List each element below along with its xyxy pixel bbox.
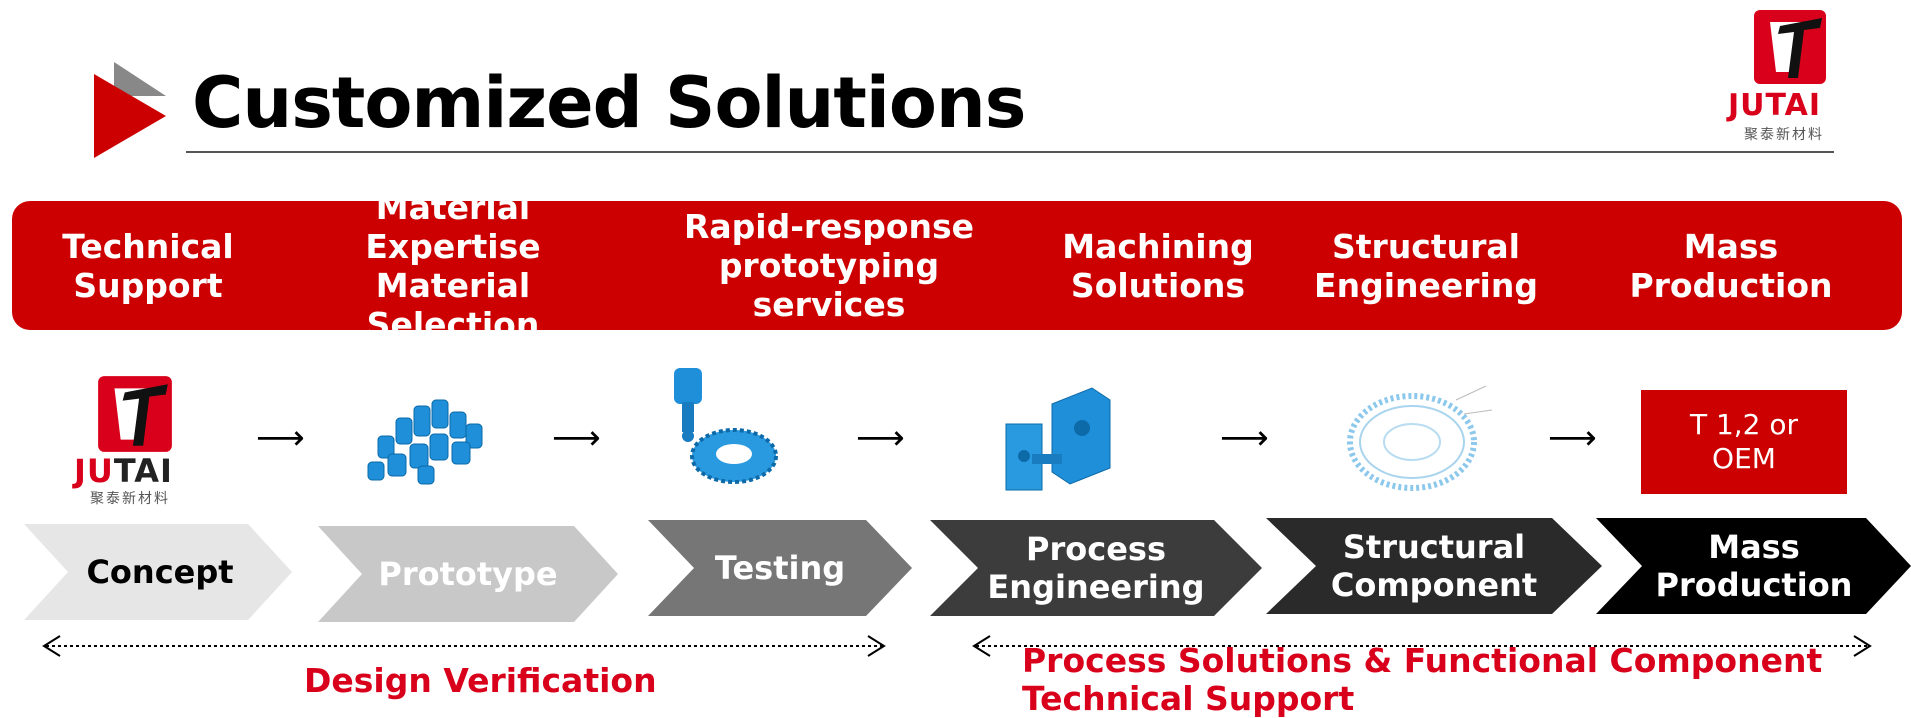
jutai-logo-icon (98, 376, 172, 452)
stage-prototype: Prototype (378, 555, 558, 593)
title-underline (186, 151, 1834, 153)
flow-arrow-icon: ⟶ (1220, 418, 1269, 458)
brand-logo: JUTAI 聚泰新材料 (1722, 6, 1852, 143)
oem-box: T 1,2 or OEM (1641, 390, 1847, 494)
title-play-icon (94, 62, 166, 158)
cylinder-cluster-icon (367, 399, 483, 485)
service-machining-solutions: Machining Solutions (1062, 226, 1254, 305)
concept-logo: JUTAI 聚泰新材料 (72, 372, 198, 507)
logo-subtitle: 聚泰新材料 (90, 491, 170, 507)
machined-part-icon (1005, 387, 1111, 491)
chevron-process-engineering (930, 520, 1262, 616)
phase-design-verification: Design Verification (304, 661, 657, 700)
wireframe-gear-icon (1347, 385, 1493, 491)
stage-concept: Concept (86, 553, 234, 591)
stage-mass-production: Mass Production (1655, 528, 1853, 604)
stage-testing: Testing (714, 549, 846, 587)
chevron-mass-production (1596, 518, 1911, 614)
flow-arrow-icon: ⟶ (856, 418, 905, 458)
logo-brand: JUTAI (74, 452, 173, 490)
logo-brand: JUTAI (1728, 88, 1822, 123)
page-title: Customized Solutions (192, 62, 1026, 144)
jutai-logo-icon (1754, 10, 1826, 84)
flow-arrow-icon: ⟶ (552, 418, 601, 458)
process-solutions-double-arrow-icon (972, 635, 1872, 657)
chevron-testing (648, 520, 912, 616)
design-verification-double-arrow-icon (42, 635, 886, 657)
service-material-expertise: Material Expertise Material Selection (365, 187, 541, 344)
service-band (12, 201, 1902, 330)
stage-structural-component: Structural Component (1330, 528, 1538, 604)
phase-brackets (42, 635, 1872, 657)
flow-arrow-icon: ⟶ (1548, 418, 1597, 458)
logo-subtitle: 聚泰新材料 (1744, 127, 1824, 143)
service-rapid-prototyping: Rapid-response prototyping services (683, 207, 975, 324)
phase-process-solutions: Process Solutions & Functional Component… (1022, 641, 1823, 718)
stage-process-engineering: Process Engineering (987, 530, 1205, 606)
flow-arrow-icon: ⟶ (256, 418, 305, 458)
chevron-structural-component (1266, 518, 1602, 614)
service-structural-engineering: Structural Engineering (1314, 226, 1538, 305)
service-technical-support: Technical Support (62, 226, 234, 305)
service-mass-production: Mass Production (1629, 226, 1833, 305)
chevron-concept (24, 524, 292, 620)
chevron-prototype (318, 526, 618, 622)
milling-gear-icon (674, 368, 778, 484)
stage-chevrons (24, 518, 1911, 622)
